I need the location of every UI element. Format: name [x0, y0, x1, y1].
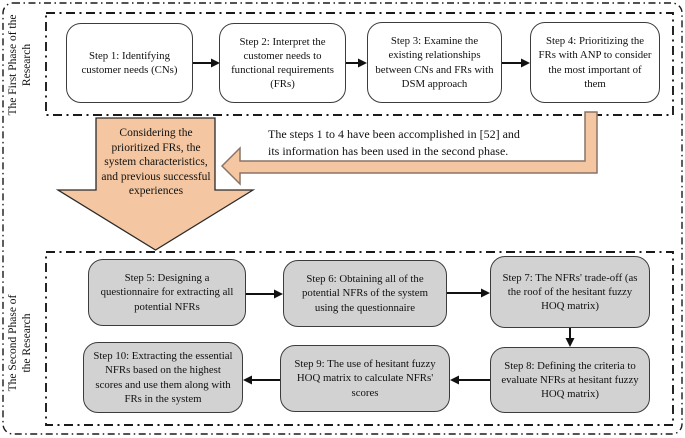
phase1-border — [45, 12, 674, 116]
step4-box: Step 4: Prioritizing the FRs with ANP to… — [530, 22, 660, 103]
arrow-step5-step6-head — [274, 289, 283, 299]
step1-box: Step 1: Identifying customer needs (CNs) — [66, 23, 193, 103]
arrow-step2-step3-head — [358, 58, 367, 68]
step3-box: Step 3: Examine the existing relationshi… — [367, 22, 502, 103]
step9-box: Step 9: The use of hesitant fuzzy HOQ ma… — [280, 345, 450, 412]
arrow-step7-step8-head — [565, 338, 575, 347]
step8-box: Step 8: Defining the criteria to evaluat… — [490, 347, 650, 413]
step7-text: Step 7: The NFRs' trade-off (as the roof… — [502, 271, 638, 313]
step9-text: Step 9: The use of hesitant fuzzy HOQ ma… — [294, 358, 436, 399]
step10-box: Step 10: Extracting the essential NFRs b… — [83, 342, 243, 413]
step10-text: Step 10: Extracting the essential NFRs b… — [93, 350, 233, 405]
arrow-step1-step2-head — [211, 58, 220, 68]
step6-box: Step 6: Obtaining all of the potential N… — [283, 260, 447, 327]
step6-text: Step 6: Obtaining all of the potential N… — [302, 273, 428, 314]
arrow-step8-step9-head — [450, 375, 459, 385]
phase1-label: The First Phase of the Research — [7, 14, 33, 116]
phase2-label: The Second Phase of the Research — [7, 294, 33, 392]
phase2-border — [45, 251, 674, 426]
arrow-step6-step7-head — [481, 288, 490, 298]
arrow-step3-step4-head — [521, 58, 530, 68]
step5-box: Step 5: Designing a questionnaire for ex… — [88, 259, 246, 326]
transition-note-line1: The steps 1 to 4 have been accomplished … — [268, 127, 520, 141]
transition-note-line2: its information has been used in the sec… — [268, 144, 509, 158]
arrow-step9-step10-head — [243, 375, 252, 385]
step2-text: Step 2: Interpret the customer needs to … — [231, 35, 334, 91]
step2-box: Step 2: Interpret the customer needs to … — [219, 23, 346, 103]
elbow-left-arrow-icon — [220, 111, 598, 186]
step1-text: Step 1: Identifying customer needs (CNs) — [81, 49, 178, 76]
step3-text: Step 3: Examine the existing relationshi… — [375, 35, 494, 90]
big-down-arrow-icon — [55, 117, 256, 251]
step7-box: Step 7: The NFRs' trade-off (as the roof… — [490, 256, 650, 328]
big-arrow-text: Considering the prioritized FRs, the sys… — [101, 127, 211, 198]
step8-text: Step 8: Defining the criteria to evaluat… — [501, 359, 639, 401]
transition-note: The steps 1 to 4 have been accomplished … — [268, 126, 613, 160]
step5-text: Step 5: Designing a questionnaire for ex… — [100, 272, 234, 313]
step4-text: Step 4: Prioritizing the FRs with ANP to… — [538, 35, 652, 90]
